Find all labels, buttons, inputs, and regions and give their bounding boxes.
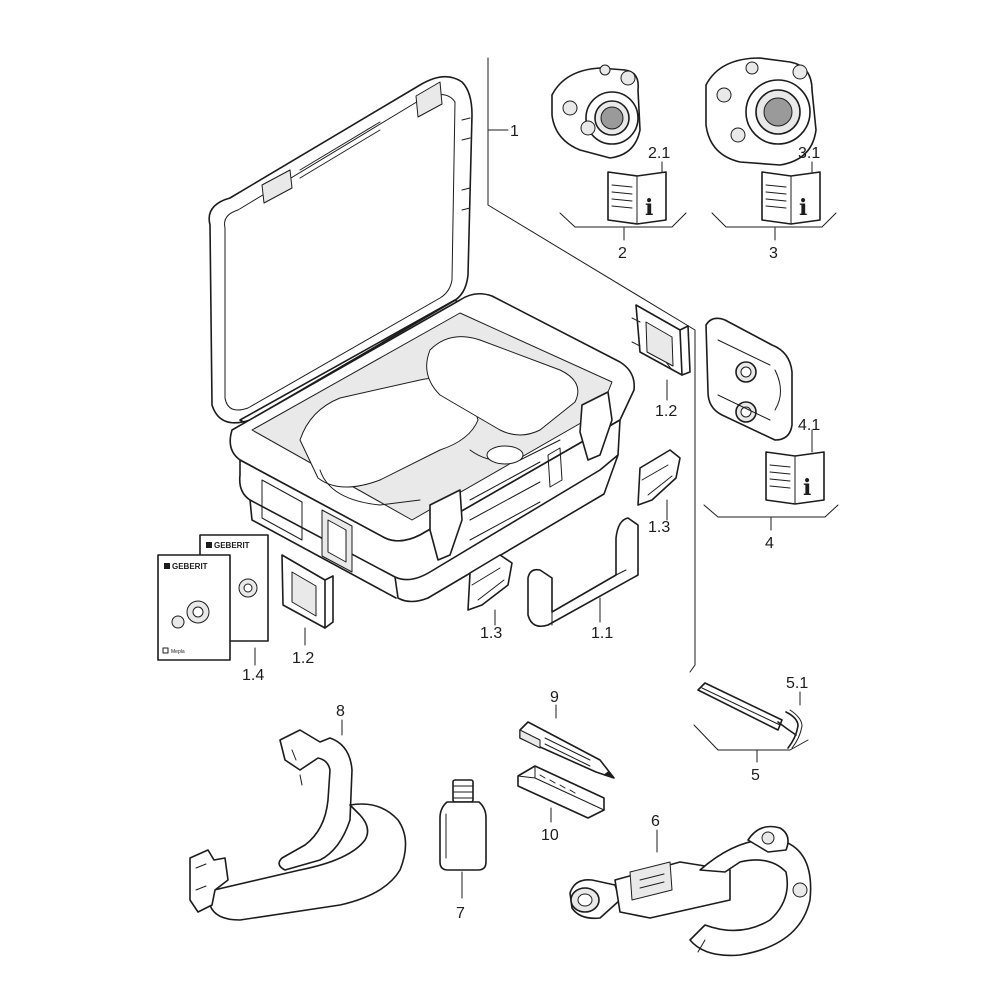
leader-lines: [254, 57, 839, 899]
svg-text:i: i: [803, 475, 811, 501]
label-collar-large: 3: [769, 245, 778, 262]
lubricant-bottle: [439, 779, 487, 871]
callout-labels: 1 1.1 1.2 1.2 1.3 1.3 1.4 2 2.1 3 3.1 4 …: [242, 123, 820, 922]
press-collar-small: [551, 64, 641, 159]
label-lubricant-bottle: 7: [456, 905, 465, 922]
label-clip-right: 1.3: [648, 519, 670, 536]
manual-booklets: GEBERIT GEBERIT Mepla: [157, 534, 269, 661]
label-manuals: 1.4: [242, 667, 264, 684]
info-book-icon: i: [761, 171, 821, 225]
label-collar-large-manual: 3.1: [798, 145, 820, 162]
marker-pen: [519, 721, 615, 779]
deburrer-blade: [785, 709, 803, 749]
deburrer: [697, 682, 797, 736]
adapter-jaw: [705, 317, 793, 441]
clip-right: [637, 449, 681, 506]
marker-refill: [517, 765, 605, 819]
label-handle: 1.1: [591, 625, 613, 642]
label-bracket-bottom: 1.2: [292, 650, 314, 667]
svg-text:i: i: [799, 195, 807, 221]
label-adapter-jaw-manual: 4.1: [798, 417, 820, 434]
manual-front-product: Mepla: [171, 649, 185, 655]
label-pipe-cutter: 6: [651, 813, 660, 830]
bracket-top: [631, 304, 691, 376]
label-clip-left: 1.3: [480, 625, 502, 642]
svg-text:i: i: [645, 195, 653, 221]
label-collar-small: 2: [618, 245, 627, 262]
info-book-icon: i: [607, 171, 667, 225]
label-collar-small-manual: 2.1: [648, 145, 670, 162]
press-collar-large: [705, 57, 817, 166]
label-deburrer-blade: 5.1: [786, 675, 808, 692]
manual-back-brand: GEBERIT: [214, 541, 250, 550]
case-handle: [527, 517, 639, 628]
label-adapter-jaw: 4: [765, 535, 774, 552]
label-bracket-top: 1.2: [655, 403, 677, 420]
clip-left: [467, 554, 513, 611]
label-carrying-strap: 8: [336, 703, 345, 720]
label-case: 1: [510, 123, 519, 140]
pipe-cutter: [569, 825, 812, 957]
label-deburrer: 5: [751, 767, 760, 784]
label-marker-refill: 10: [541, 827, 559, 844]
info-book-icon: i: [765, 451, 825, 505]
carrying-case: [208, 75, 636, 603]
label-marker-pen: 9: [550, 689, 559, 706]
manual-front-brand: GEBERIT: [172, 562, 208, 571]
bracket-bottom: [281, 554, 334, 629]
carrying-strap: [189, 729, 407, 921]
